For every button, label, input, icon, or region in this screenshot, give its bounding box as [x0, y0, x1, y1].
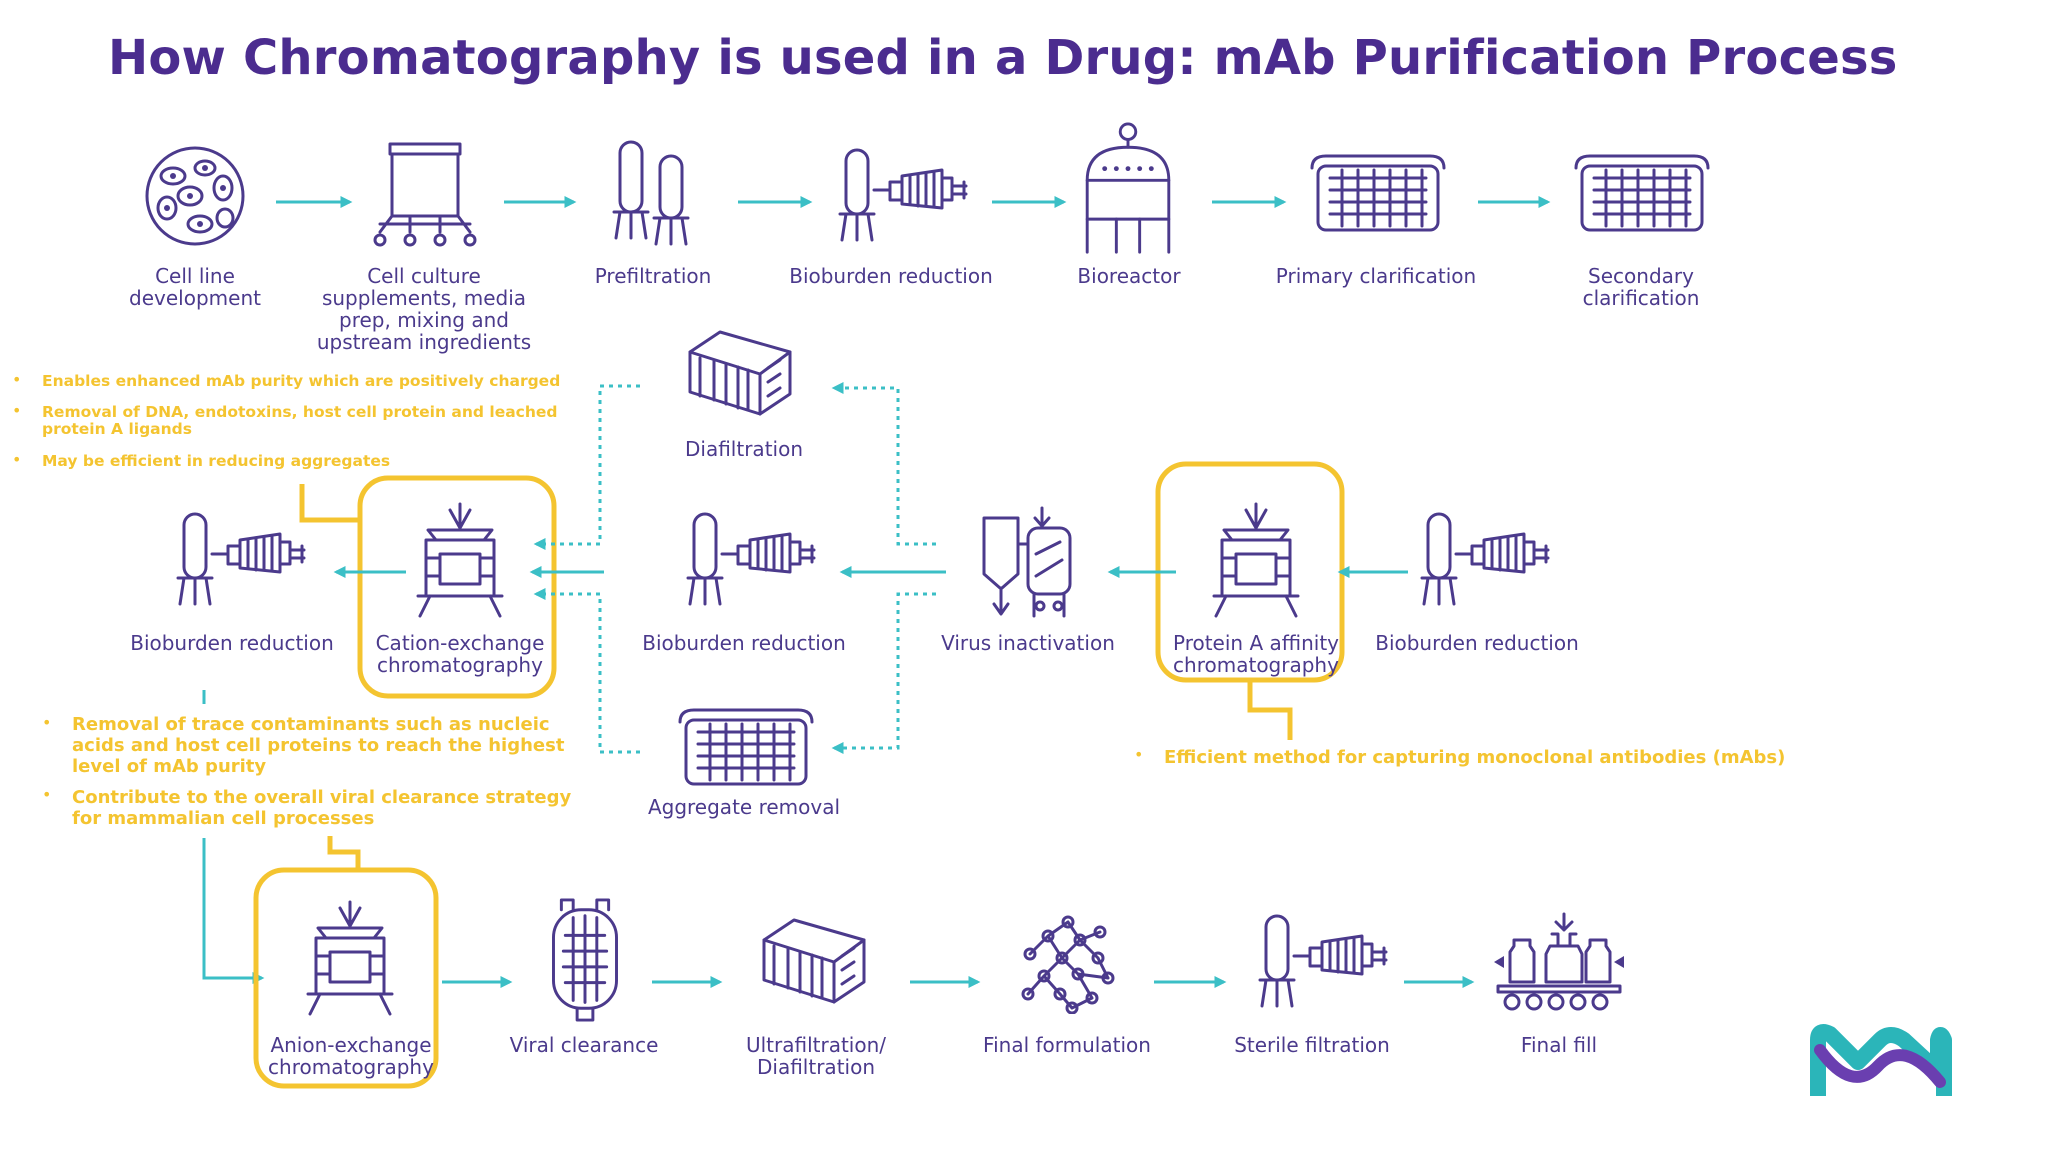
filling-line-icon: [1494, 912, 1624, 1011]
depth-filter-icon: [1574, 154, 1710, 232]
svg-text:•: •: [12, 370, 21, 389]
svg-text:Removal of DNA, endotoxins, ho: Removal of DNA, endotoxins, host cell pr…: [42, 403, 558, 421]
svg-text:for mammalian cell processes: for mammalian cell processes: [72, 808, 374, 829]
label-prefiltration: Prefiltration: [595, 264, 712, 288]
label-bioburden-right: Bioburden reduction: [1375, 631, 1579, 655]
svg-text:•: •: [42, 785, 51, 804]
anion-notes: • Removal of trace contaminants such as …: [42, 713, 571, 829]
svg-text:•: •: [42, 713, 51, 732]
tff-cassette-icon: [762, 918, 866, 1004]
svg-text:Removal of trace contaminants: Removal of trace contaminants such as nu…: [72, 714, 550, 735]
svg-text:•: •: [12, 401, 21, 420]
label-bioreactor: Bioreactor: [1077, 264, 1181, 288]
virus-inactivation-tank-icon: [982, 506, 1072, 618]
label-final-formulation: Final formulation: [983, 1033, 1151, 1057]
tff-cassette-icon: [688, 330, 792, 416]
proteinA-note-connector: [1247, 680, 1293, 740]
label-bioburden-left: Bioburden reduction: [130, 631, 334, 655]
cation-note-connector: [299, 484, 360, 523]
capsule-filter-icon: [686, 512, 816, 606]
svg-text:•: •: [1134, 745, 1143, 764]
label-aggregate-removal: Aggregate removal: [648, 795, 840, 819]
depth-filter-icon: [678, 708, 814, 786]
svg-text:Enables enhanced mAb purity wh: Enables enhanced mAb purity which are po…: [42, 372, 560, 390]
label-bioburden-row1: Bioburden reduction: [789, 264, 993, 288]
chromatography-column-icon: [416, 502, 504, 618]
bioreactor-icon: [1085, 122, 1171, 254]
molecule-icon: [1021, 915, 1115, 1014]
row2-to-row3-connector: [202, 690, 265, 984]
cation-highlight: [357, 475, 557, 699]
chromatography-column-icon: [306, 900, 394, 1016]
cell-icon: [145, 146, 245, 246]
svg-text:Efficient method for capturing: Efficient method for capturing monoclona…: [1164, 747, 1785, 768]
virus-filter-icon: [551, 898, 619, 1022]
label-primary-clarification: Primary clarification: [1276, 264, 1476, 288]
svg-text:Contribute to the overall vira: Contribute to the overall viral clearanc…: [72, 787, 571, 808]
anion-note-connector: [327, 836, 361, 870]
mixing-tank-icon: [373, 142, 477, 247]
svg-text:•: •: [12, 450, 21, 469]
label-bioburden-mid: Bioburden reduction: [642, 631, 846, 655]
capsule-filter-icon: [176, 512, 306, 606]
row2-dashed-paths: [533, 382, 936, 754]
label-sterile-filtration: Sterile filtration: [1234, 1033, 1390, 1057]
label-virus-inactivation: Virus inactivation: [941, 631, 1115, 655]
svg-text:acids and host cell proteins t: acids and host cell proteins to reach th…: [72, 735, 565, 756]
filter-cartridges-icon: [612, 140, 690, 246]
svg-text:level of mAb purity: level of mAb purity: [72, 756, 266, 777]
label-diafiltration: Diafiltration: [685, 437, 803, 461]
cation-notes: • Enables enhanced mAb purity which are …: [12, 370, 560, 470]
capsule-filter-icon: [1420, 512, 1550, 606]
page-title: How Chromatography is used in a Drug: mA…: [108, 30, 1898, 86]
label-final-fill: Final fill: [1521, 1033, 1597, 1057]
svg-text:protein A ligands: protein A ligands: [42, 420, 192, 438]
anion-highlight: [253, 867, 439, 1089]
svg-text:May be efficient in reducing a: May be efficient in reducing aggregates: [42, 452, 390, 470]
label-viral-clearance: Viral clearance: [510, 1033, 659, 1057]
proteinA-notes: • Efficient method for capturing monoclo…: [1134, 745, 1785, 768]
capsule-filter-icon: [1258, 914, 1388, 1008]
depth-filter-icon: [1310, 154, 1446, 232]
merck-logo-icon: [1810, 1024, 1952, 1096]
capsule-filter-icon: [838, 148, 968, 242]
chromatography-column-icon: [1212, 502, 1300, 618]
label-ultrafiltration: Ultrafiltration/Diafiltration: [746, 1033, 886, 1079]
